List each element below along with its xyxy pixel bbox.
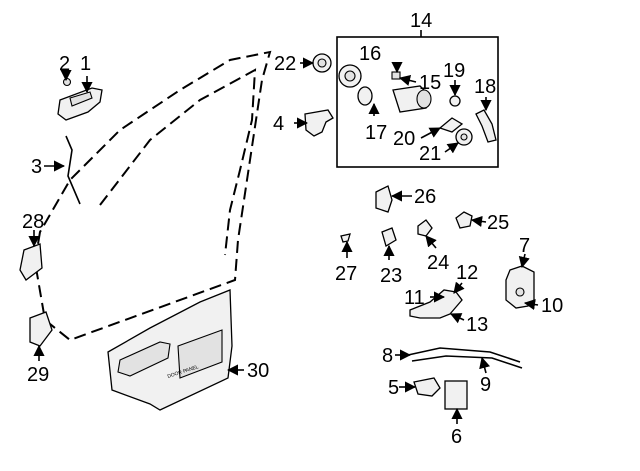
rod-part-9 — [411, 355, 523, 369]
handle-screw-part — [62, 77, 72, 87]
outside-handle-part — [57, 77, 103, 121]
bumper-part-26 — [375, 185, 393, 213]
callout-30: 30 — [247, 360, 269, 382]
callout-22: 22 — [274, 53, 296, 75]
callout-10: 10 — [541, 295, 563, 317]
callout-3: 3 — [31, 156, 42, 178]
rod-part-8 — [407, 347, 521, 363]
callout-28: 28 — [22, 211, 44, 233]
callout-12: 12 — [456, 262, 478, 284]
cover-part-6 — [444, 380, 468, 410]
callout-13: 13 — [466, 314, 488, 336]
callout-11: 11 — [404, 287, 425, 309]
callout-5: 5 — [388, 377, 399, 399]
lock-rod-part — [65, 135, 81, 205]
hinge-part-29 — [29, 311, 53, 347]
callout-20: 20 — [393, 128, 415, 150]
callout-15: 15 — [419, 72, 441, 94]
callout-19: 19 — [443, 60, 465, 82]
callout-2: 2 — [59, 53, 70, 75]
callout-27: 27 — [335, 263, 357, 285]
grommet-part — [312, 53, 332, 73]
callout-4: 4 — [273, 113, 284, 135]
screw-part-27 — [340, 233, 351, 243]
callout-6: 6 — [451, 426, 462, 448]
callout-29: 29 — [27, 364, 49, 386]
callout-16: 16 — [359, 43, 381, 65]
clip-part-5 — [413, 377, 441, 397]
hinge-part-28 — [19, 243, 43, 281]
callout-labels: 1 2 3 4 5 6 7 8 9 10 11 12 13 14 15 16 1… — [22, 10, 563, 448]
clip-part-23 — [381, 227, 397, 247]
callout-23: 23 — [380, 265, 402, 287]
bracket-part — [304, 109, 334, 137]
door-outline — [33, 50, 272, 342]
lock-cylinder-kit-parts — [338, 64, 497, 146]
callout-26: 26 — [414, 186, 436, 208]
callout-17: 17 — [365, 122, 387, 144]
leader-lines — [28, 30, 539, 424]
callout-25: 25 — [487, 212, 509, 234]
callout-24: 24 — [427, 252, 449, 274]
callout-7: 7 — [519, 235, 530, 257]
clip-part-25 — [455, 211, 473, 229]
callout-1: 1 — [80, 53, 91, 75]
callout-14: 14 — [410, 10, 432, 32]
clip-part-24 — [417, 219, 433, 237]
callout-8: 8 — [382, 345, 393, 367]
callout-9: 9 — [480, 374, 491, 396]
door-trim-panel-part: DOOR PANEL — [107, 289, 233, 411]
callout-18: 18 — [474, 76, 496, 98]
door-latch-part — [505, 265, 535, 309]
callout-21: 21 — [419, 143, 441, 165]
